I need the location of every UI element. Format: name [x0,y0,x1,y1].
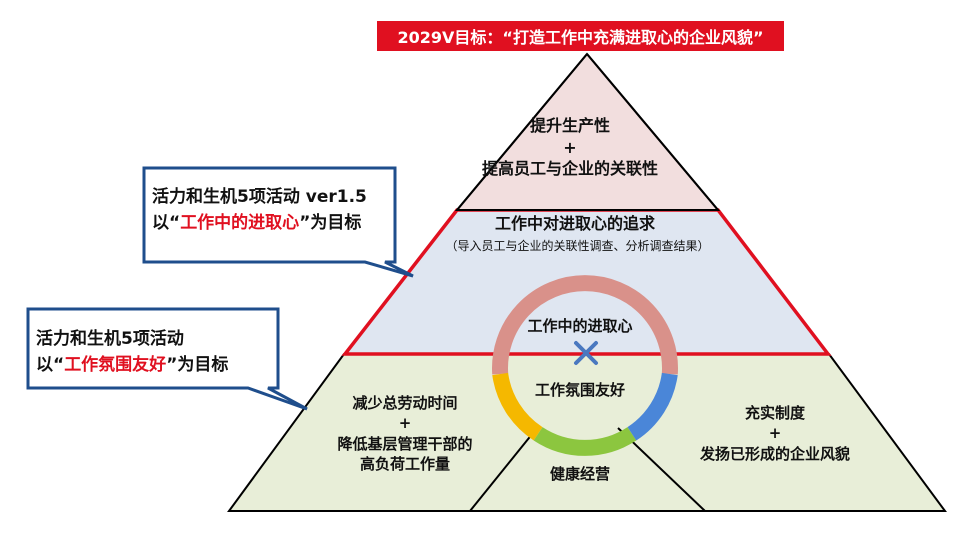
callout-upper-prefix: 以“ [152,212,181,233]
callout-upper-highlight: 工作中的进取心 [180,212,300,233]
middle-tier-subtitle: （导入员工与企业的关联性调查、分析调查结果） [445,239,710,253]
bottom-right-text: 充实制度 + 发扬已形成的企业风貌 [660,403,890,464]
callout-upper-text: 活力和生机5项活动 ver1.5 以“工作中的进取心”为目标 [152,185,367,236]
ring-label-bottom: 工作氛围友好 [534,381,625,399]
top-line1: 提升生产性 [529,116,610,135]
goal-banner: 2029V目标：“打造工作中充满进取心的企业风貌” [377,21,784,51]
bottom-center-text: 健康经营 [549,465,610,483]
bottom-left-line3: 高负荷工作量 [359,454,450,473]
callout-lower-highlight: 工作氛围友好 [64,354,167,375]
bottom-left-text: 减少总劳动时间 + 降低基层管理干部的 高负荷工作量 [300,393,510,474]
bottom-right-line1: 充实制度 [744,404,805,422]
ring-segment-top [492,275,678,375]
callout-upper-line1: 活力和生机5项活动 ver1.5 [152,187,367,207]
ring-diagram [492,275,678,456]
callout-lower-box [26,307,308,411]
callout-upper-line2: 以“工作中的进取心”为目标 [152,211,367,237]
bottom-left-plus: + [398,414,412,433]
top-plus: + [563,137,577,157]
callout-lower-line1: 活力和生机5项活动 [36,329,184,349]
ring-segment-left [492,372,543,441]
callout-lower-prefix: 以“ [36,354,65,375]
top-tier-text: 提升生产性 + 提高员工与企业的关联性 [440,115,700,180]
bottom-left-line1: 减少总劳动时间 [352,394,458,412]
bottom-right-line2: 发扬已形成的企业风貌 [699,444,850,463]
callout-lower-line2: 以“工作氛围友好”为目标 [36,353,228,379]
cross-icon [574,341,598,365]
bottom-left-line2: 降低基层管理干部的 [337,434,473,453]
callout-lower-suffix: ”为目标 [166,354,229,375]
callout-upper-box [142,166,414,278]
top-line2: 提高员工与企业的关联性 [481,159,658,179]
callout-lower-text: 活力和生机5项活动 以“工作氛围友好”为目标 [36,327,228,378]
ring-segment-right [627,372,678,441]
bottom-right-plus: + [768,424,782,443]
divider-left [469,427,538,512]
ring-segment-bottom [533,426,637,456]
callout-upper-suffix: ”为目标 [299,212,362,233]
middle-tier-title: 工作中对进取心的追求 [494,214,655,233]
ring-label-top: 工作中的进取心 [527,317,633,335]
